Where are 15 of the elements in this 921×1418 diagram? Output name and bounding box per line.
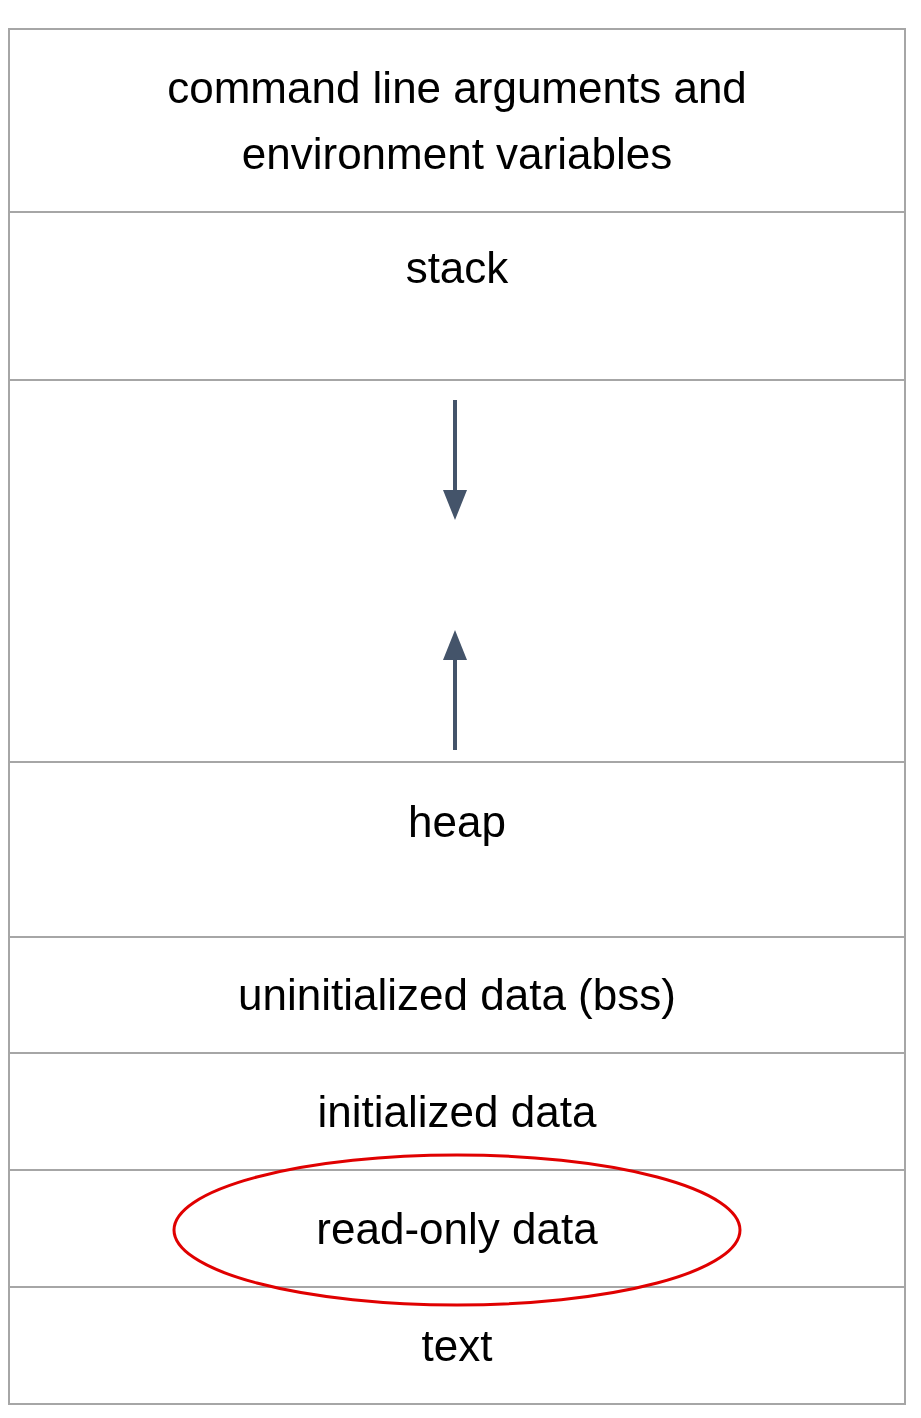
segment-label: uninitialized data (bss) <box>238 969 676 1021</box>
segment-label: command line arguments and environment variables <box>166 61 748 180</box>
memory-segment <box>8 211 906 381</box>
memory-segment <box>8 761 906 938</box>
memory-segment <box>8 1052 906 1171</box>
memory-segment <box>8 28 906 213</box>
segment-label: stack <box>405 242 509 294</box>
memory-segment <box>8 936 906 1054</box>
segment-label: initialized data <box>317 1085 597 1138</box>
memory-segment <box>8 1169 906 1288</box>
memory-segment <box>8 1286 906 1405</box>
segment-label: text <box>421 1319 493 1372</box>
segment-label: read-only data <box>316 1202 598 1255</box>
segment-label: heap <box>408 796 506 848</box>
empty-region <box>8 379 906 763</box>
